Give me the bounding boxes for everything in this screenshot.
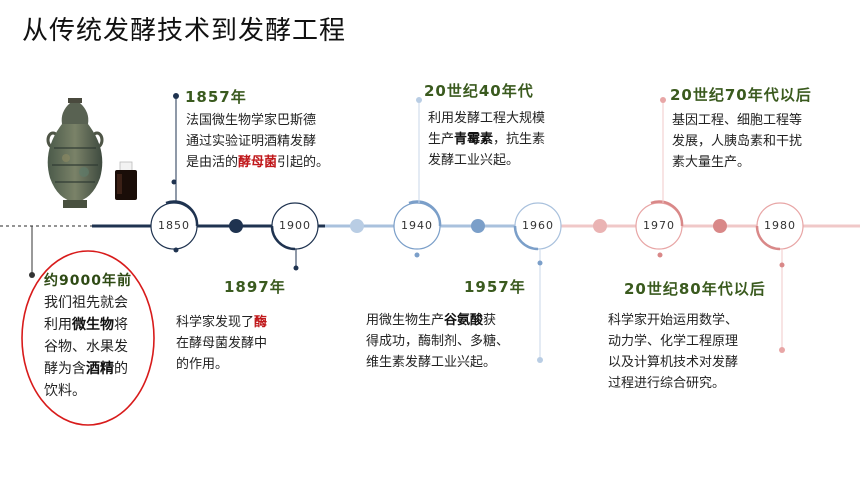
event-1980s-heading: 20世纪80年代以后 [624, 280, 766, 298]
timeline-node-label: 1940 [401, 219, 433, 232]
event-1897-heading: 1897年 [224, 278, 286, 296]
timeline-dot [713, 219, 727, 233]
event-1957-heading: 1957年 [464, 278, 526, 296]
event-1980s-text: 科学家开始运用数学、 动力学、化学工程原理 以及计算机技术对发酵 过程进行综合研… [608, 313, 739, 391]
timeline-dot [471, 219, 485, 233]
timeline-node [513, 202, 562, 251]
event-1970s-heading: 20世纪70年代以后 [670, 86, 812, 104]
timeline-node [635, 200, 684, 250]
event-1940s-text: 利用发酵工程大规模 生产青霉素，抗生素 发酵工业兴起。 [428, 111, 546, 168]
timeline-node [755, 202, 804, 251]
timeline-node [150, 200, 199, 250]
timeline-node [270, 202, 319, 251]
bronze-vessel-icon [46, 98, 104, 208]
timeline-dot [593, 219, 607, 233]
event-1857: 1857年 [185, 86, 247, 107]
event-1957-text: 用微生物生产谷氨酸获 得成功，酶制剂、多糖、 维生素发酵工业兴起。 [366, 313, 510, 370]
timeline-node-label: 1980 [764, 219, 796, 232]
event-text: 我们祖先就会 利用微生物将 谷物、水果发 酵为含酒精的 饮料。 [44, 295, 128, 399]
highlight-oval [21, 250, 155, 426]
liquid-bottle-icon [115, 161, 137, 200]
timeline-node-label: 1850 [158, 219, 190, 232]
timeline-dot [229, 219, 243, 233]
timeline-node-label: 1970 [643, 219, 675, 232]
event-1897-text: 科学家发现了酶 在酵母菌发酵中 的作用。 [176, 315, 268, 372]
event-1940s-heading: 20世纪40年代 [424, 82, 534, 100]
event-9000-years-ago: 约9000年前 我们祖先就会 利用微生物将 谷物、水果发 酵为含酒精的 饮料。 [44, 270, 132, 402]
timeline-node [393, 200, 442, 250]
event-heading: 1857年 [185, 88, 247, 106]
timeline-node-label: 1900 [279, 219, 311, 232]
event-1857-text: 法国微生物学家巴斯德 通过实验证明酒精发酵 是由活的酵母菌引起的。 [186, 113, 330, 170]
timeline-dot [350, 219, 364, 233]
page-title: 从传统发酵技术到发酵工程 [22, 16, 347, 46]
timeline-node-label: 1960 [522, 219, 554, 232]
event-1970s-text: 基因工程、细胞工程等 发展，人胰岛素和干扰 素大量生产。 [672, 113, 803, 170]
event-heading: 约9000年前 [44, 273, 132, 289]
